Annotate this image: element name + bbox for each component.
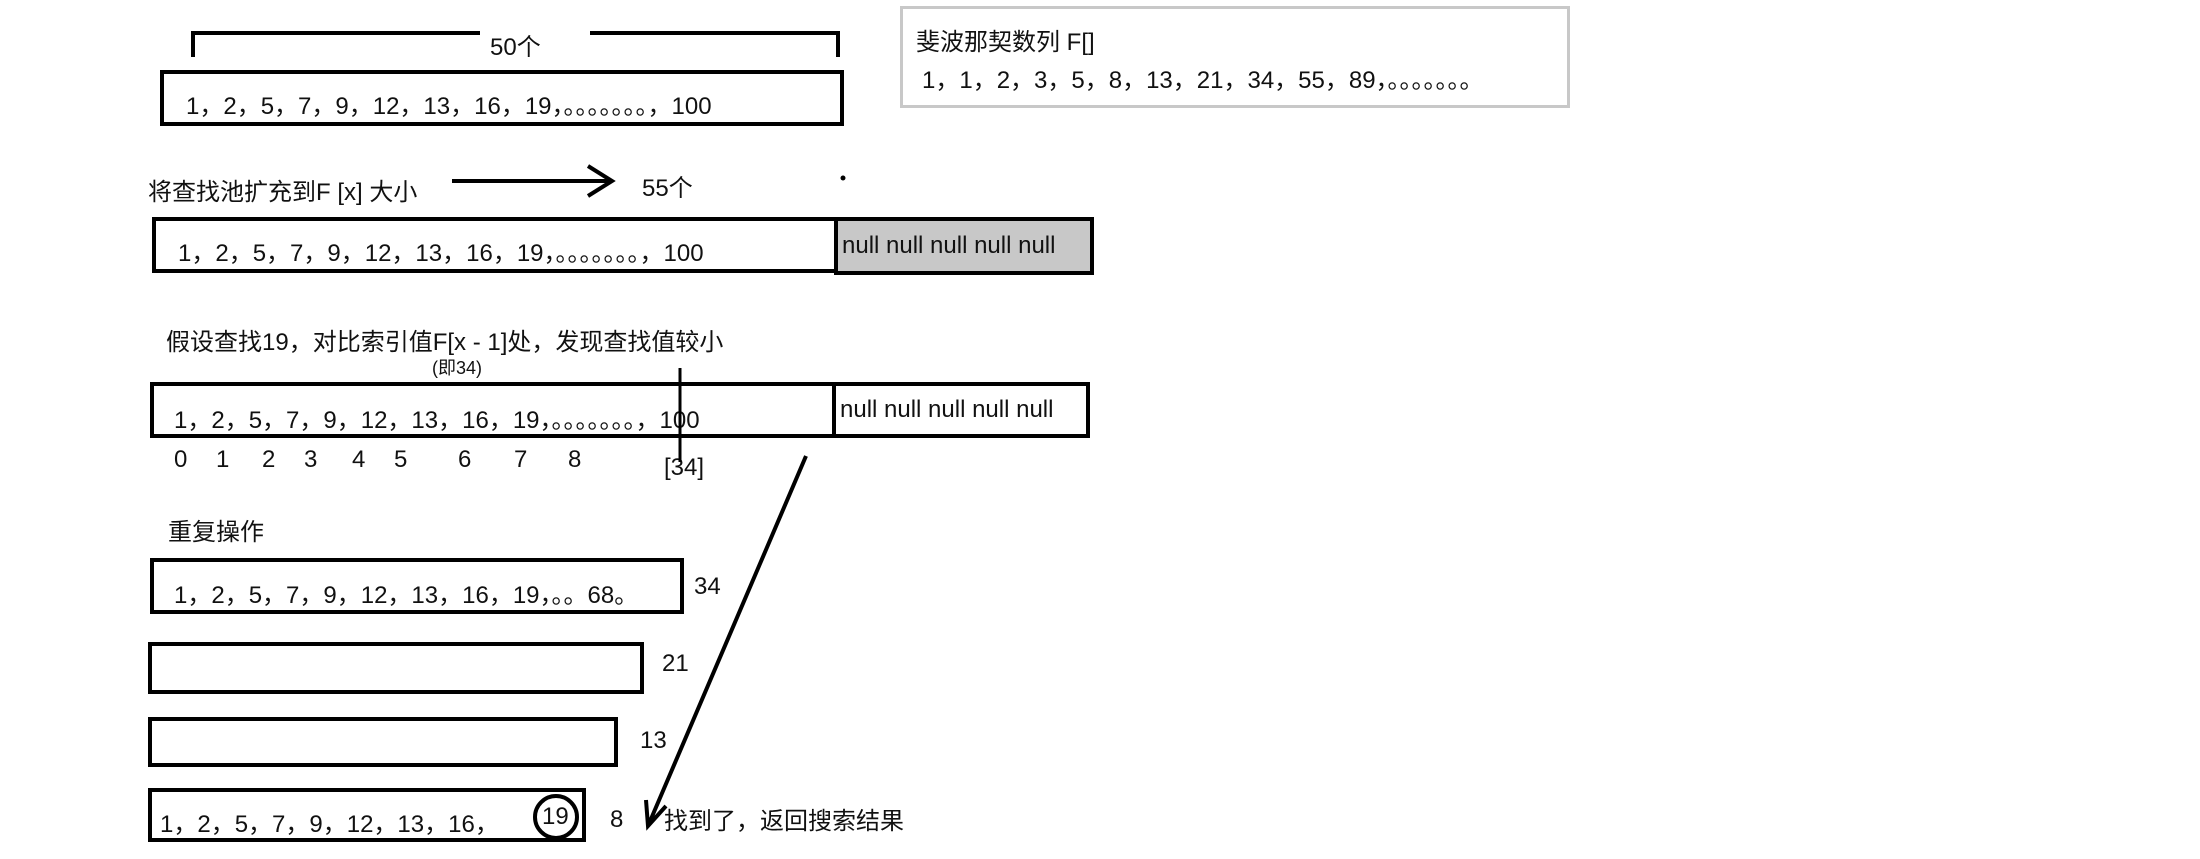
pivot-array-box: [150, 382, 836, 438]
subarray-34-size: 34: [694, 573, 721, 600]
expanded-null-padding: null null null null null: [834, 217, 1094, 275]
index-3: 3: [304, 446, 318, 473]
subarray-21-size: 21: [662, 650, 689, 677]
count-bracket: [191, 31, 840, 57]
expand-label: 将查找池扩充到F [x] 大小: [148, 179, 418, 206]
found-circle: [533, 794, 579, 840]
subarray-21-box: [148, 642, 644, 694]
original-array-box: [160, 70, 844, 126]
index-8: 8: [568, 446, 582, 473]
pivot-null-padding: null null null null null: [832, 382, 1090, 438]
subarray-8-box: [148, 788, 586, 842]
index-6: 6: [458, 446, 472, 473]
expand-target-size: 55个: [642, 175, 693, 202]
index-7: 7: [514, 446, 528, 473]
bracket-count-label: 50个: [490, 34, 541, 61]
stray-dot: [840, 175, 846, 181]
index-2: 2: [262, 446, 276, 473]
index-1: 1: [216, 446, 230, 473]
step-note: (即34): [432, 358, 483, 378]
fibonacci-sequence: 1，1，2，3，5，8，13，21，34，55，89，。。。。。。。: [922, 67, 1484, 94]
index-4: 4: [352, 446, 366, 473]
subarray-34-box: [150, 558, 684, 614]
subarray-34-text: 1，2，5，7，9，12，13，16，19，。。68。: [174, 582, 639, 609]
fibonacci-title: 斐波那契数列 F[]: [916, 29, 1095, 56]
step-label: 假设查找19，对比索引值F[x - 1]处，发现查找值较小: [166, 329, 724, 356]
expand-arrow: [452, 164, 616, 198]
result-arrow: [644, 455, 808, 831]
fibonacci-panel: [900, 6, 1570, 108]
original-array-text: 1，2，5，7，9，12，13，16，19，。。。。。。。，100: [186, 93, 712, 120]
repeat-label: 重复操作: [168, 519, 264, 546]
found-label: 找到了，返回搜索结果: [664, 808, 904, 835]
subarray-8-size: 8: [610, 806, 624, 833]
index-5: 5: [394, 446, 408, 473]
index-0: 0: [174, 446, 188, 473]
expanded-array-text: 1，2，5，7，9，12，13，16，19，。。。。。。。，100: [178, 240, 704, 267]
pivot-array-text: 1，2，5，7，9，12，13，16，19，。。。。。。。，100: [174, 407, 700, 434]
expanded-array-box: [152, 217, 838, 273]
found-value: 19: [542, 803, 569, 830]
subarray-13-size: 13: [640, 727, 667, 754]
pivot-index-label: [34]: [664, 454, 705, 481]
subarray-13-box: [148, 717, 618, 767]
subarray-8-text: 1，2，5，7，9，12，13，16，: [160, 811, 499, 838]
